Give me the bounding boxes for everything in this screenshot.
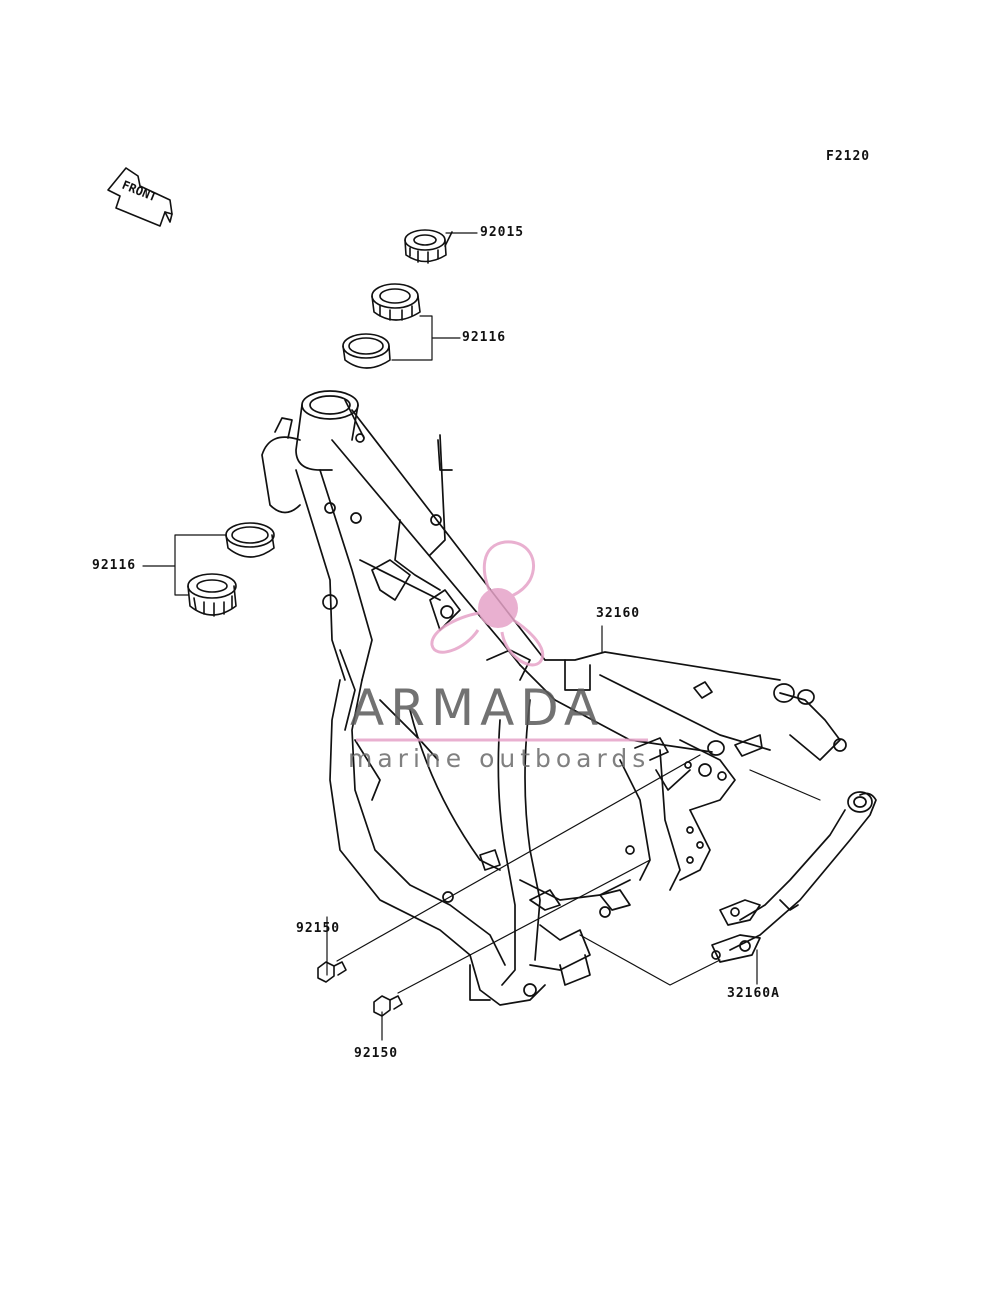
label-steering-nut: 92015 xyxy=(480,225,525,240)
sub-frame-part xyxy=(711,791,877,963)
watermark-title: ARMADA xyxy=(350,679,605,737)
steering-nut-part xyxy=(404,229,453,264)
label-sub-frame: 32160A xyxy=(727,986,780,1001)
label-bolt-upper: 92150 xyxy=(296,921,341,936)
upper-bearing-part xyxy=(371,283,421,321)
diagram-code: F2120 xyxy=(826,149,871,164)
lower-bearing-part xyxy=(187,573,237,617)
bolt-upper-part xyxy=(317,961,347,983)
front-arrow-icon: FRONT xyxy=(107,167,173,227)
label-lower-bearing: 92116 xyxy=(92,558,137,573)
bolt-lower-part xyxy=(373,995,403,1017)
watermark-subtitle: marine outboards xyxy=(348,744,651,773)
leader-lines xyxy=(142,232,821,1041)
label-upper-bearing: 92116 xyxy=(462,330,507,345)
propeller-logo-icon xyxy=(430,540,545,667)
label-bolt-lower: 92150 xyxy=(354,1046,399,1061)
upper-race-part xyxy=(342,333,391,369)
main-frame-part xyxy=(261,390,847,1006)
lower-race-part xyxy=(225,522,275,558)
label-frame: 32160 xyxy=(596,606,641,621)
